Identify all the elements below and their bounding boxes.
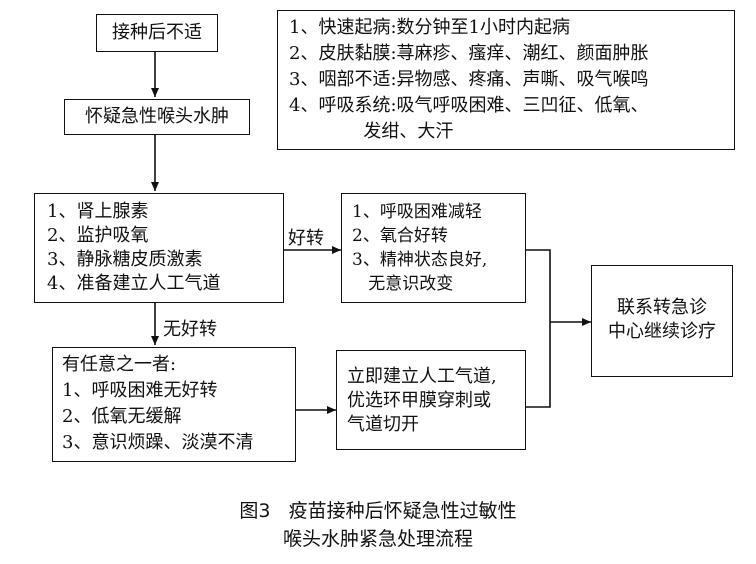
treatment-item: 4、准备建立人工气道 — [47, 273, 221, 294]
treatment-item: 3、静脉糖皮质激素 — [47, 249, 203, 270]
improved-box: 1、呼吸困难减轻 2、氧合好转 3、精神状态良好, 无意识改变 — [341, 193, 526, 303]
symptom-line: 发绀、大汗 — [289, 121, 454, 142]
treatment-item: 1、肾上腺素 — [47, 201, 149, 222]
symptom-line: 3、咽部不适:异物感、疼痛、声嘶、吸气喉鸣 — [289, 69, 649, 90]
start-box: 接种后不适 — [96, 14, 218, 52]
symptom-line: 4、呼吸系统:吸气呼吸困难、三凹征、低氧、 — [289, 95, 649, 116]
treatment-box: 1、肾上腺素 2、监护吸氧 3、静脉糖皮质激素 4、准备建立人工气道 — [34, 193, 284, 303]
improved-item: 2、氧合好转 — [352, 226, 448, 246]
no-improve-label: 无好转 — [163, 319, 217, 340]
improved-label: 好转 — [288, 228, 324, 249]
improved-item: 无意识改变 — [352, 274, 454, 294]
connector-airway-to-junction — [526, 322, 551, 408]
transfer-item: 中心继续诊疗 — [608, 321, 716, 342]
figure-caption-line-1: 图3 疫苗接种后怀疑急性过敏性 — [239, 500, 517, 522]
any-of-item: 1、呼吸困难无好转 — [62, 380, 218, 401]
figure-caption-line-2: 喉头水肿紧急处理流程 — [282, 528, 473, 550]
treatment-item: 2、监护吸氧 — [47, 225, 149, 246]
transfer-box: 联系转急诊 中心继续诊疗 — [591, 265, 733, 377]
symptom-criteria-box: 1、快速起病:数分钟至1小时内起病 2、皮肤黏膜:荨麻疹、瘙痒、潮红、颜面肿胀 … — [277, 10, 735, 150]
any-of-box: 有任意之一者: 1、呼吸困难无好转 2、低氧无缓解 3、意识烦躁、淡漠不清 — [52, 347, 296, 462]
suspect-box: 怀疑急性喉头水肿 — [64, 99, 250, 135]
symptom-line: 2、皮肤黏膜:荨麻疹、瘙痒、潮红、颜面肿胀 — [289, 43, 649, 64]
any-of-item: 3、意识烦躁、淡漠不清 — [62, 432, 254, 453]
connector-improved-to-junction — [526, 249, 551, 322]
transfer-item: 联系转急诊 — [617, 297, 707, 318]
start-text: 接种后不适 — [112, 22, 202, 43]
airway-item: 立即建立人工气道, — [347, 366, 497, 387]
airway-item: 优选环甲膜穿刺或 — [347, 390, 491, 411]
suspect-text: 怀疑急性喉头水肿 — [85, 106, 229, 127]
any-of-item: 有任意之一者: — [62, 354, 177, 375]
improved-item: 3、精神状态良好, — [352, 250, 488, 270]
airway-item: 气道切开 — [347, 414, 419, 435]
symptom-line: 1、快速起病:数分钟至1小时内起病 — [289, 17, 570, 38]
any-of-item: 2、低氧无缓解 — [62, 406, 182, 427]
improved-item: 1、呼吸困难减轻 — [352, 202, 482, 222]
airway-box: 立即建立人工气道, 优选环甲膜穿刺或 气道切开 — [336, 350, 526, 450]
